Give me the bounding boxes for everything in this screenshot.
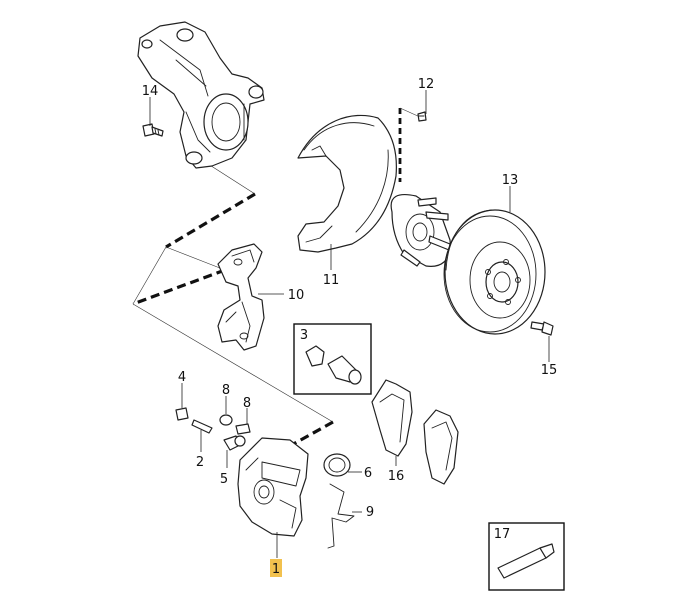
piston-seal-6 xyxy=(323,453,351,477)
callout-3[interactable]: 3 xyxy=(300,328,308,343)
brake-caliper xyxy=(237,437,309,537)
leader-lines xyxy=(149,90,550,558)
callout-13[interactable]: 13 xyxy=(502,173,519,188)
highlight-marker xyxy=(270,559,282,577)
callout-2[interactable]: 2 xyxy=(196,455,204,470)
callout-8-a[interactable]: 8 xyxy=(222,383,230,398)
callout-8-b[interactable]: 8 xyxy=(243,396,251,411)
brake-pads xyxy=(371,379,459,485)
callout-4[interactable]: 4 xyxy=(178,370,186,385)
callout-15[interactable]: 15 xyxy=(541,363,558,378)
knuckle-bolt-14 xyxy=(142,123,164,137)
callout-11[interactable]: 11 xyxy=(323,273,340,288)
guide-pin-kit xyxy=(305,345,362,385)
callout-17[interactable]: 17 xyxy=(494,527,511,542)
guide-bolt-2 xyxy=(191,419,213,434)
bleed-nipple-4 xyxy=(175,407,189,421)
bushing-5 xyxy=(223,435,246,451)
callout-14[interactable]: 14 xyxy=(142,84,159,99)
callout-12[interactable]: 12 xyxy=(418,77,435,92)
callout-9[interactable]: 9 xyxy=(366,505,374,520)
dust-cap-8b xyxy=(235,423,251,435)
grease-tube xyxy=(497,543,555,579)
callout-1[interactable]: 1 xyxy=(272,562,280,577)
dust-cap-8a xyxy=(219,414,233,426)
wheel-hub xyxy=(390,193,451,267)
callout-10[interactable]: 10 xyxy=(288,288,305,303)
wheel-stud-15 xyxy=(530,321,554,336)
assembly-lines xyxy=(132,107,421,449)
screw-12 xyxy=(417,111,427,122)
callout-labels: 1 2 3 4 5 6 8 8 9 10 11 12 13 14 15 16 1… xyxy=(142,77,558,577)
callout-6[interactable]: 6 xyxy=(364,466,372,481)
steering-knuckle xyxy=(137,21,265,169)
splash-shield xyxy=(297,114,397,253)
brake-disc xyxy=(443,209,546,335)
callout-5[interactable]: 5 xyxy=(220,472,228,487)
anti-rattle-clip-9 xyxy=(327,483,355,549)
caliper-carrier xyxy=(217,243,265,351)
callout-16[interactable]: 16 xyxy=(388,469,405,484)
